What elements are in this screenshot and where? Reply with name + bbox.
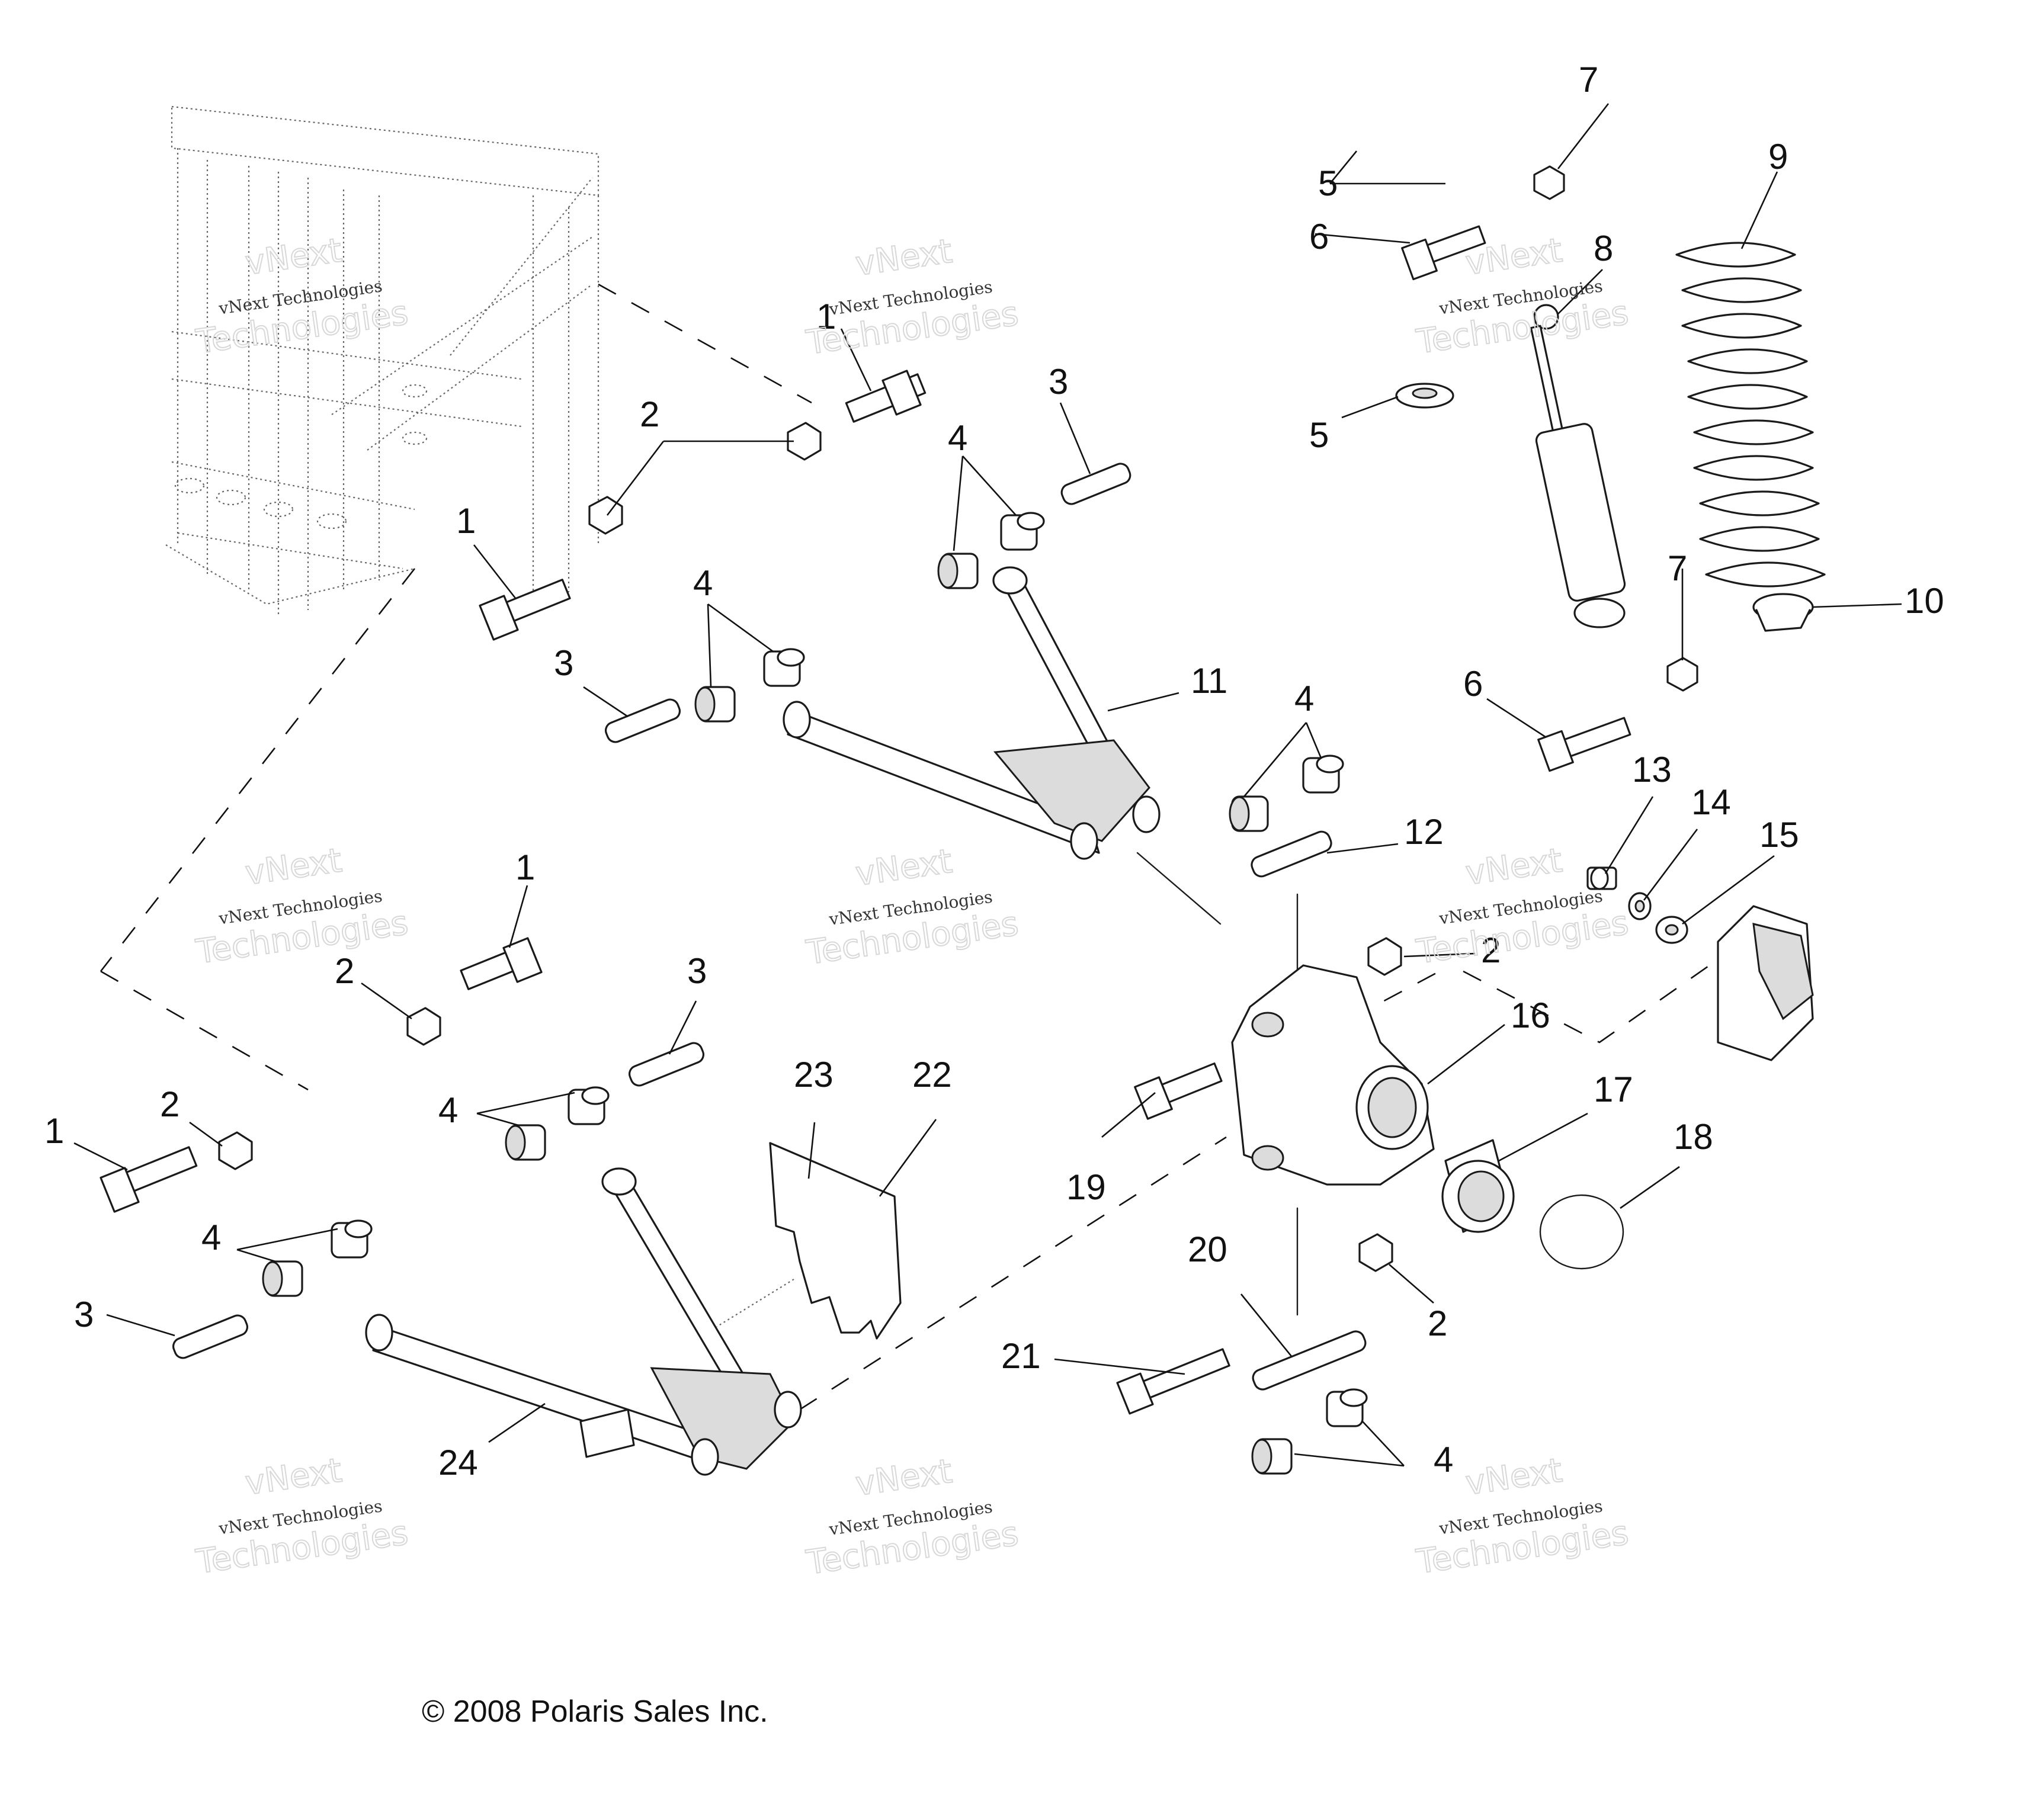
callout-3-lower-left: 3 (74, 1295, 94, 1334)
svg-text:vNext: vNext (853, 1452, 954, 1504)
callout-6-top: 6 (1309, 217, 1329, 256)
watermark-ml: vNext vNext Technologies Technologies (193, 840, 411, 972)
callout-3-mid: 3 (687, 951, 707, 991)
lower-a-arm-24 (365, 1167, 802, 1476)
callout-6-lower: 6 (1463, 664, 1483, 704)
copyright-notice: © 2008 Polaris Sales Inc. (422, 1694, 768, 1729)
callout-5-label: 5 (1309, 415, 1329, 455)
callout-23: 23 (794, 1055, 834, 1094)
callout-18: 18 (1674, 1117, 1713, 1157)
snap-ring-18 (1539, 1194, 1624, 1270)
callout-1-lower-left: 1 (44, 1111, 64, 1151)
skid-plate-23 (769, 1142, 902, 1340)
callout-labels: 1 2 3 4 1 4 3 11 4 12 1 2 3 2 4 1 4 3 5 … (44, 60, 1944, 1482)
callout-4-right: 4 (1294, 679, 1314, 718)
nut-2-parts (218, 422, 1402, 1272)
svg-text:vNext: vNext (853, 842, 954, 894)
bolt-21 (1116, 1348, 1230, 1415)
bearing-carrier-16 (1231, 964, 1435, 1186)
bearing-17 (1441, 1139, 1515, 1233)
nut-7-parts (1533, 165, 1698, 692)
callout-17: 17 (1594, 1070, 1633, 1109)
bolt-1-lower-left (100, 1146, 198, 1213)
coil-spring-9 (1675, 242, 1826, 588)
bolt-1-mid (460, 937, 543, 990)
callout-5: 5 (1318, 163, 1338, 203)
callout-3-top: 3 (1049, 362, 1068, 402)
svg-text:vNext: vNext (853, 232, 954, 284)
callout-9: 9 (1768, 137, 1788, 176)
callout-1-mid: 1 (515, 848, 535, 887)
callout-20: 20 (1188, 1230, 1227, 1269)
spring-retainer-10 (1752, 593, 1814, 632)
watermark-tc: vNext vNext Technologies Technologies (803, 232, 1021, 363)
svg-text:vNext: vNext (243, 841, 344, 893)
callout-4-upper-left: 4 (693, 563, 713, 603)
assembly-dashed-lines (100, 283, 1719, 1411)
callout-2-lower-left: 2 (160, 1084, 179, 1124)
callout-13: 13 (1632, 750, 1672, 789)
callout-10: 10 (1905, 581, 1944, 621)
callout-16: 16 (1511, 996, 1550, 1035)
bolt-1-top (845, 370, 927, 423)
callout-1-upper-left: 1 (456, 501, 476, 541)
callout-7-lower: 7 (1668, 548, 1687, 588)
bushing-4-parts (262, 512, 1368, 1475)
pin-12 (1251, 830, 1332, 878)
bolt-6-parts (1401, 225, 1631, 772)
callout-11: 11 (1191, 661, 1227, 701)
callout-12: 12 (1404, 812, 1444, 852)
callout-15: 15 (1759, 815, 1799, 855)
callout-8: 8 (1594, 229, 1613, 268)
watermark-bc: vNext vNext Technologies Technologies (803, 1452, 1021, 1583)
upper-a-arm-11 (783, 566, 1161, 860)
watermark-mc: vNext vNext Technologies Technologies (803, 842, 1021, 973)
watermark-mr: vNext vNext Technologies Technologies (1413, 840, 1631, 972)
watermark-tl: vNext vNext Technologies Technologies (193, 230, 411, 362)
callout-2-mid: 2 (335, 951, 354, 991)
svg-text:vNext: vNext (1463, 841, 1565, 893)
washer-15 (1655, 916, 1688, 944)
svg-text:vNext: vNext (243, 1451, 344, 1503)
callout-1-top: 1 (816, 297, 836, 336)
bolt-13 (1586, 866, 1617, 890)
bolt-1-upper-left (479, 579, 571, 641)
shock-absorber-8 (1530, 304, 1626, 628)
svg-text:vNext: vNext (1463, 1451, 1565, 1503)
callout-4-bottom: 4 (1434, 1440, 1453, 1479)
callout-3-upper-left: 3 (554, 643, 573, 683)
shock-mount-washer-5 (1395, 383, 1454, 409)
pin-3-parts (172, 463, 1131, 1359)
vehicle-frame (165, 105, 600, 616)
svg-text:vNext: vNext (243, 231, 344, 283)
callout-19: 19 (1066, 1167, 1106, 1207)
pin-20 (1252, 1330, 1367, 1391)
callout-2-right: 2 (1481, 930, 1501, 970)
callout-4-mid: 4 (438, 1090, 458, 1130)
callout-21: 21 (1001, 1336, 1041, 1376)
callout-4-top: 4 (948, 418, 967, 458)
leader-lines (73, 103, 1902, 1467)
callout-14: 14 (1691, 782, 1731, 822)
callout-2-lower-right: 2 (1428, 1304, 1447, 1343)
callout-2-top: 2 (640, 394, 659, 434)
watermark-bl: vNext vNext Technologies Technologies (193, 1450, 411, 1582)
callout-22: 22 (912, 1055, 952, 1094)
callout-24: 24 (438, 1443, 478, 1482)
callout-4-lower-left: 4 (201, 1218, 221, 1257)
brake-caliper (1717, 905, 1814, 1061)
bolt-19 (1134, 1062, 1223, 1120)
callout-7-top: 7 (1579, 60, 1598, 99)
